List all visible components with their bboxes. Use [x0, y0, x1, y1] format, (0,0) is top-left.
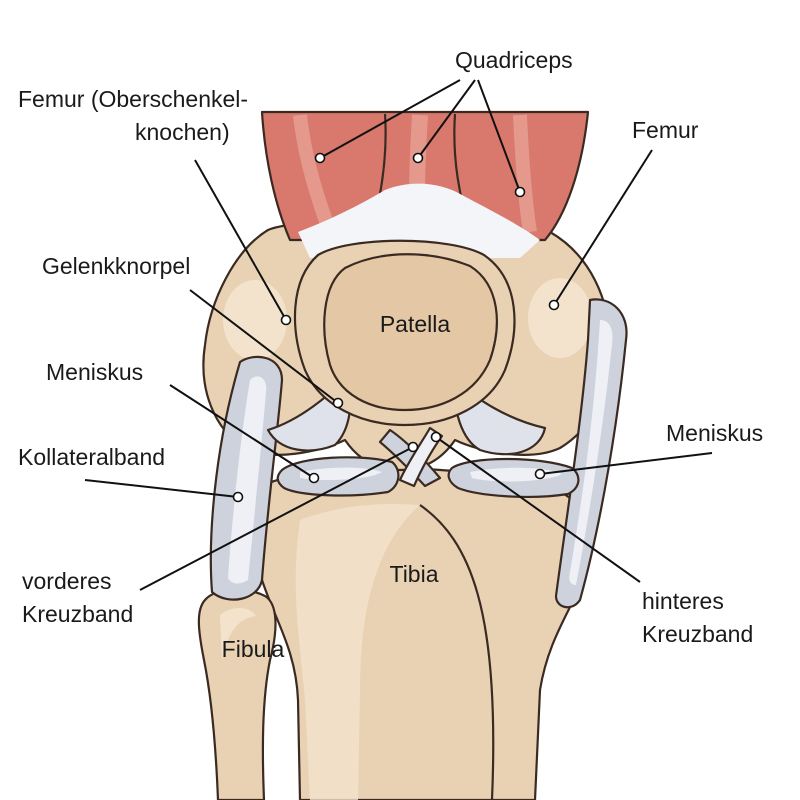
- dot-quadriceps-mid: [412, 152, 424, 164]
- label-meniskus-right: Meniskus: [666, 420, 763, 446]
- label-vorderes-line1: vorderes: [22, 568, 111, 594]
- meniscus-left-inner: [300, 467, 382, 480]
- dot-gelenkknorpel: [332, 397, 344, 409]
- label-femur-left-line2: knochen): [135, 119, 230, 145]
- dot-meniskus-left: [308, 472, 320, 484]
- leader-hinteres-kreuzband: [435, 436, 641, 583]
- leader-femur-right: [553, 149, 653, 306]
- anterior-cruciate-ligament: [378, 428, 442, 488]
- dot-quadriceps-right: [514, 186, 526, 198]
- dot-femur-right: [548, 299, 560, 311]
- callout-labels: Quadriceps Femur (Oberschenkel- knochen)…: [18, 47, 763, 647]
- dot-meniskus-right: [534, 468, 546, 480]
- leader-lines: [84, 79, 713, 591]
- leader-quadriceps-right: [477, 79, 521, 193]
- leader-vorderes-kreuzband: [139, 446, 414, 591]
- leader-dots: [232, 152, 560, 503]
- dot-kollateralband: [232, 491, 244, 503]
- dot-femur-left: [280, 314, 292, 326]
- cartilage-right: [453, 376, 547, 456]
- leader-meniskus-right: [539, 452, 713, 475]
- leader-quadriceps-left: [319, 79, 461, 159]
- patella-label: Patella: [380, 311, 451, 337]
- tibia-shaft-line: [419, 504, 495, 800]
- leader-kollateralband: [84, 479, 239, 498]
- label-meniskus-left: Meniskus: [46, 359, 143, 385]
- leader-quadriceps-mid: [417, 79, 476, 159]
- fibula-label: Fibula: [222, 636, 285, 662]
- label-femur-right: Femur: [632, 117, 699, 143]
- leader-meniskus-left: [169, 384, 315, 479]
- label-kollateralband: Kollateralband: [18, 444, 165, 470]
- posterior-cruciate-ligament: [398, 426, 444, 488]
- dot-hinteres-kreuzband: [430, 431, 442, 443]
- label-femur-left-line1: Femur (Oberschenkel-: [18, 86, 248, 112]
- label-hinteres-line1: hinteres: [642, 588, 724, 614]
- patella-facet: [323, 253, 498, 412]
- dot-vorderes-kreuzband: [407, 441, 419, 453]
- tibia-label: Tibia: [390, 561, 439, 587]
- femur-condyle-right-highlight: [528, 278, 592, 358]
- femur-condyle-left-highlight: [223, 280, 287, 360]
- label-gelenkknorpel: Gelenkknorpel: [42, 253, 190, 279]
- leader-gelenkknorpel: [189, 289, 339, 404]
- lateral-collateral-highlight: [228, 376, 267, 584]
- leader-femur-left: [194, 159, 287, 321]
- medial-collateral-highlight: [569, 320, 613, 585]
- quadriceps-fiber-right: [513, 114, 537, 234]
- fibula-bone: [197, 588, 277, 800]
- label-hinteres-line2: Kreuzband: [642, 621, 753, 647]
- quadriceps-tendon: [298, 183, 540, 258]
- knee-illustration: [197, 110, 628, 800]
- dot-quadriceps-left: [314, 152, 326, 164]
- label-vorderes-line2: Kreuzband: [22, 601, 133, 627]
- label-quadriceps: Quadriceps: [455, 47, 573, 73]
- fibula-highlight: [220, 607, 256, 660]
- tibia-shading: [295, 503, 420, 800]
